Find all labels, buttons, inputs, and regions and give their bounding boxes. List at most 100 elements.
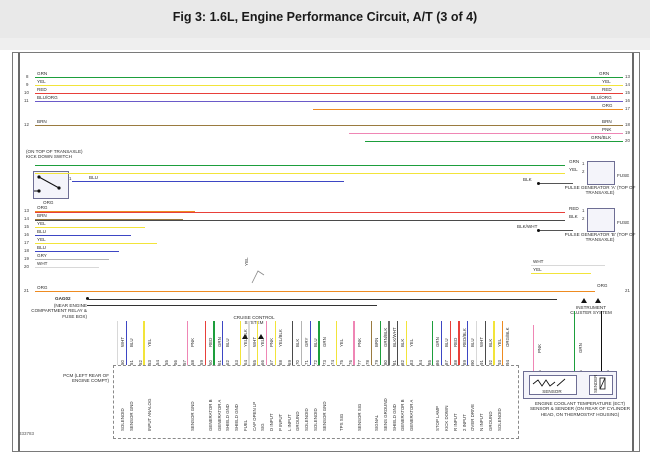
header-bar: Fig 3: 1.6L, Engine Performance Circuit,… [0, 0, 650, 39]
left-label-yel-15: YEL [37, 221, 46, 226]
wire-yel-top [35, 85, 623, 87]
right-label-red: RED [602, 87, 612, 92]
pcm-pin-function-68: P INPUT [277, 413, 283, 431]
kick-down-switch-caption: (ON TOP OF TRANSAXLE) KICK DOWN SWITCH [26, 149, 83, 160]
pcm-pin-wire-80 [379, 321, 381, 365]
kick-down-out-pin: 1 [69, 176, 72, 181]
pcm-pin-wire-label-72: BLU [312, 338, 318, 347]
pcm-pin-wire-label-88: RED [452, 337, 458, 347]
pcm-pin-function-53: INPUT ANALOG [146, 398, 152, 431]
pcm-pin-wire-label-77: PNK [356, 337, 362, 347]
pcm-pin-wire-87 [440, 321, 443, 365]
pcm-pin-wire-92 [484, 321, 486, 365]
pcm-pin-wire-50 [117, 321, 119, 365]
pcm-pin-number-75: 75 [339, 360, 345, 365]
pcm-pin-wire-66 [257, 321, 259, 365]
pcm-pin-number-86: 86 [435, 360, 441, 365]
pcm-pin-function-88: R INPUT [452, 413, 458, 431]
pcm-pin-number-62: 62 [225, 360, 231, 365]
pcm-pin-wire-label-68: YEL/BLK [277, 329, 283, 347]
cruise-arrow-1-icon [242, 334, 248, 339]
pcm-pin-function-75: TPS SIG [339, 413, 345, 431]
pcm-pin-number-93: 93 [496, 360, 502, 365]
cruise-control-label: CRUISE CONTROL SYSTEM [233, 315, 275, 326]
pcm-pin-number-94: 94 [505, 360, 511, 365]
pcm-pin-wire-88 [449, 321, 451, 365]
pcm-pin-wire-label-64: YEL/BLK [242, 329, 248, 347]
pcm-pin-wire-label-89: RED/BLK [461, 328, 467, 347]
left-pin-11: 11 [24, 98, 29, 103]
ground-name: GAG02 [55, 296, 71, 301]
ect-sensor-sub-box [529, 375, 577, 395]
pcm-pin-wire-51 [125, 321, 128, 365]
pcm-pin-wire-label-53: YEL [146, 338, 152, 347]
cruise-splice-symbol [251, 270, 265, 284]
pulse-generator-a-caption: PULSE GENERATOR 'A' (TOP OF TRANSAXLE) [564, 185, 636, 196]
pcm-pin-number-51: 51 [129, 360, 135, 365]
pcm-pin-number-65: 65 [251, 360, 257, 365]
wire-grn-top [35, 77, 623, 79]
left-label-brn-14: BRN [37, 213, 47, 218]
left-pin-18: 18 [24, 248, 29, 253]
pgb-term-2-wire: BLK [569, 214, 578, 219]
pgb-term-1-wire: RED [569, 206, 579, 211]
wire-ect-grn [574, 311, 576, 371]
wire-pga-shield [539, 183, 573, 184]
instrument-cluster-label: INSTRUMENT CLUSTER SYSTEM [570, 305, 612, 316]
pcm-pin-number-54: 54 [155, 360, 161, 365]
pcm-pin-wire-label-82: BLK [400, 338, 406, 347]
pgb-shield-node [537, 228, 540, 232]
pcm-pin-wire-label-93: YEL [496, 338, 502, 347]
wire-yel-17 [35, 243, 157, 245]
pcm-pin-number-56: 56 [172, 360, 178, 365]
pcm-pin-function-66: SIG [260, 423, 266, 431]
pcm-pin-wire-93 [493, 321, 495, 365]
pcm-pin-function-82: GENERATOR B [400, 399, 406, 431]
pcm-pin-wire-58 [187, 321, 189, 365]
wire-wht-20 [35, 267, 99, 269]
pcm-pin-wire-label-79: BRN [374, 337, 380, 347]
right-label-grnblk: GRN/BLK [591, 135, 612, 140]
pcm-pin-number-58: 58 [190, 360, 196, 365]
pcm-pin-function-91: N INPUT [479, 413, 485, 431]
pcm-pin-wire-79 [370, 321, 373, 365]
pga-fuse-note: FUSE [617, 173, 630, 178]
pcm-pin-function-80: SENS GROUND [382, 398, 388, 431]
pcm-pin-function-86: STOP LAMP [435, 406, 441, 431]
wire-red-top [35, 93, 623, 95]
pcm-pin-number-80: 80 [382, 360, 388, 365]
right-pin-13: 13 [625, 74, 630, 79]
right-label-grn: GRN [599, 71, 610, 76]
right-label-brn: BRN [602, 119, 612, 124]
pcm-pin-function-81: SHIELD GND [391, 404, 397, 431]
right-pin-15: 15 [625, 90, 630, 95]
pcm-pin-number-79: 79 [374, 360, 380, 365]
pcm-pin-number-84: 84 [417, 360, 423, 365]
wire-gry-19 [35, 259, 109, 261]
pcm-caption: PCM (LEFT REAR OF ENGINE COMPT) [63, 373, 109, 384]
pcm-pin-number-67: 67 [269, 360, 275, 365]
pgb-term-2-pin: 2 [582, 216, 585, 221]
pcm-pin-number-89: 89 [461, 360, 467, 365]
pcm-pin-function-64: FUEL [242, 419, 248, 431]
wire-pga-grn [35, 165, 565, 167]
wire-pgb-red [35, 212, 565, 214]
page-title: Fig 3: 1.6L, Engine Performance Circuit,… [172, 10, 478, 24]
left-label-blu-18: BLU [37, 245, 46, 250]
cluster-arrow-2-icon [595, 298, 601, 303]
wire-grnblk-top-right [365, 141, 623, 143]
pcm-pin-function-62: SHIELD GND [225, 404, 231, 431]
left-label-yel-17: YEL [37, 237, 46, 242]
pcm-pin-function-63: SHIELD GND [234, 404, 240, 431]
pcm-pin-number-92: 92 [487, 360, 493, 365]
pcm-pin-wire-label-86: GRN [435, 337, 441, 347]
pcm-pin-function-73: SENSOR GND [321, 401, 327, 431]
left-pin-8: 8 [26, 74, 29, 79]
pcm-pin-wire-53 [143, 321, 145, 365]
left-label-grn: GRN [37, 71, 48, 76]
pulse-generator-a-box [587, 161, 615, 185]
pcm-pin-wire-label-91: WHT [479, 337, 485, 347]
pcm-pin-function-90: OVER DRIVE [470, 403, 476, 431]
pcm-pin-function-60: GENERATOR B [207, 399, 213, 431]
